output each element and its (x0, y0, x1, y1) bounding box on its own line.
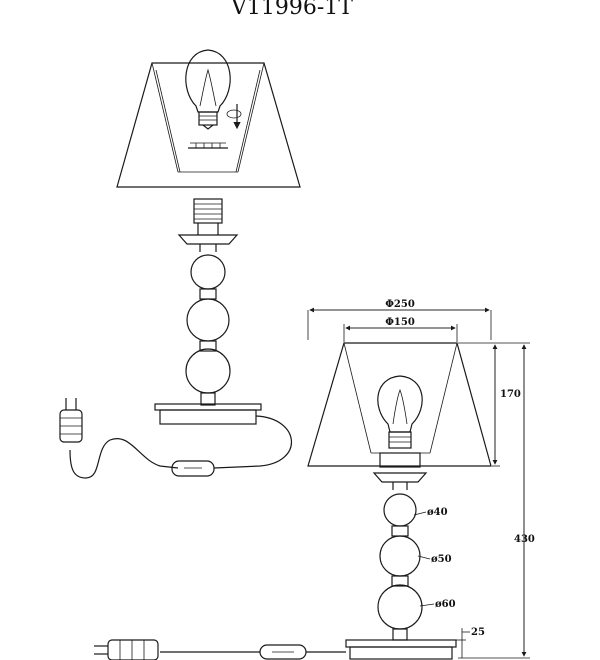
dim-label-ball-small: ø40 (427, 507, 448, 518)
plug-assembled-icon (94, 639, 159, 660)
dim-label-shade-height: 170 (500, 389, 521, 400)
dimension-base-height (456, 628, 470, 658)
dimension-total-height (458, 342, 530, 659)
dim-label-total-height: 430 (514, 534, 535, 545)
dim-label-base-height: 25 (471, 627, 485, 638)
socket-exploded (177, 198, 239, 252)
dimension-shade-bottom (307, 307, 492, 340)
screw-direction-arrow-icon (226, 104, 242, 130)
switch-assembled-icon (259, 644, 307, 660)
dim-label-shade-bottom: Φ250 (385, 299, 415, 310)
assembled-view: Φ250 Φ150 170 430 (94, 299, 535, 660)
switch-icon (171, 460, 215, 477)
plug-icon (59, 398, 83, 443)
dim-label-ball-large: ø60 (435, 599, 456, 610)
socket-assembled (372, 452, 428, 490)
base-exploded (154, 403, 262, 425)
dimension-shade-height (458, 342, 500, 467)
leader-ball-large (419, 603, 435, 607)
exploded-view (59, 49, 301, 479)
ball-stack-assembled (377, 493, 423, 641)
model-title: V11996-1T (230, 0, 353, 20)
dimension-shade-top (343, 324, 458, 342)
shade-fitter-ring (188, 142, 228, 149)
power-cord-exploded (69, 415, 292, 479)
leader-ball-medium (417, 555, 431, 560)
bulb-assembled-icon (377, 375, 423, 449)
ball-stack-exploded (185, 254, 231, 406)
bulb-icon (185, 49, 231, 130)
base-assembled (345, 639, 457, 660)
leader-ball-small (413, 511, 427, 516)
dim-label-ball-medium: ø50 (431, 554, 452, 565)
dim-label-shade-top: Φ150 (385, 317, 415, 328)
